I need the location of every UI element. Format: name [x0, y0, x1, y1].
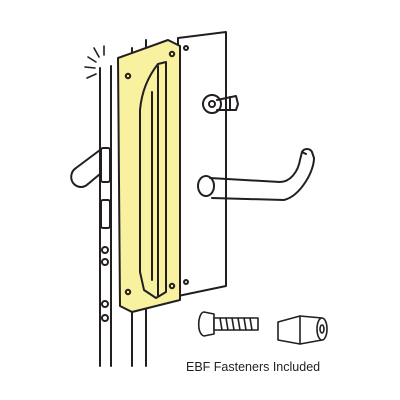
lever-trim-plate — [177, 31, 227, 297]
key-cylinder — [202, 94, 239, 114]
fastener-sleeve-nut-icon — [277, 315, 328, 345]
flash-icon — [84, 45, 105, 79]
rear-lever — [70, 149, 101, 188]
latch-guard-plate — [117, 39, 181, 313]
fastener-bolt-icon — [197, 311, 259, 337]
lever-handle — [197, 148, 315, 201]
fasteners-caption: EBF Fasteners Included — [186, 360, 321, 374]
